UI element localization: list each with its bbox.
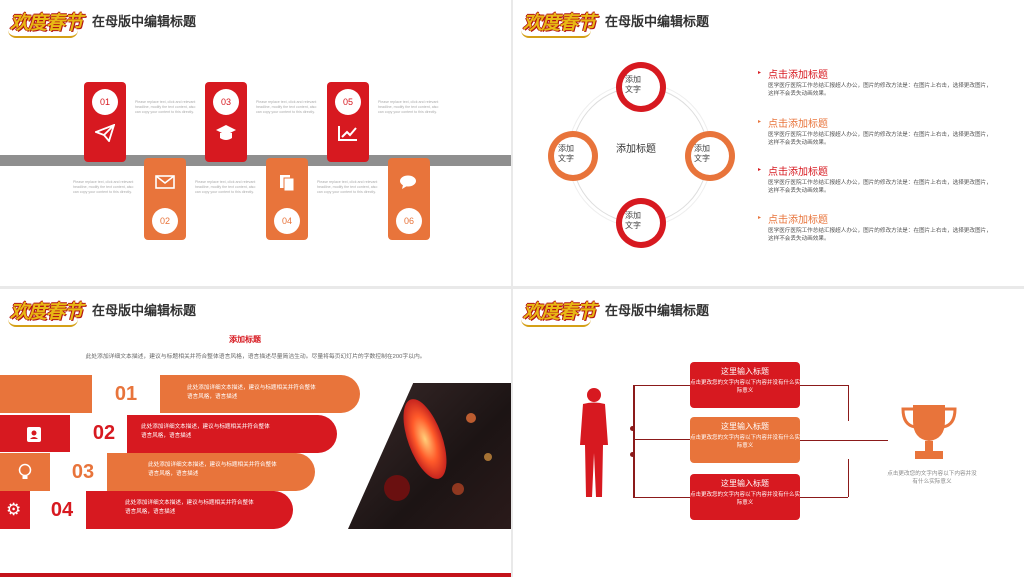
row-icon-block — [0, 415, 70, 452]
row-number: 01 — [109, 379, 143, 409]
slide-2[interactable]: 欢度春节 在母版中编辑标题 添加标题 添加 文字 添加 文字 添加 文字 添加 … — [513, 0, 1024, 286]
gear-icon: ⚙ — [6, 500, 22, 519]
lightbulb-icon — [18, 463, 32, 486]
node-label: 添加 文字 — [694, 144, 710, 163]
step-number: 02 — [152, 208, 178, 234]
step-tab-05: 05 — [327, 82, 369, 162]
step-tab-04: 04 — [266, 158, 308, 240]
arrow-icon: ▸ — [758, 167, 762, 173]
step-number: 04 — [274, 208, 300, 234]
step-number: 06 — [396, 208, 422, 234]
step-tab-03: 03 — [205, 82, 247, 162]
slide-title: 在母版中编辑标题 — [92, 14, 197, 29]
row-bar — [127, 415, 337, 453]
lantern-photo — [348, 383, 511, 529]
placeholder-text: Please replace text, click and relevant … — [195, 180, 256, 195]
slide-1[interactable]: 欢度春节 在母版中编辑标题 01 03 05 02 04 06 Please r… — [0, 0, 511, 286]
row-number: 03 — [66, 457, 100, 487]
step-number: 05 — [335, 89, 361, 115]
placeholder-text: Please replace text, click and relevant … — [135, 100, 196, 115]
slide-title: 在母版中编辑标题 — [605, 303, 710, 318]
paper-plane-icon — [84, 123, 126, 147]
row-bar — [86, 491, 293, 529]
line-chart-icon — [327, 124, 369, 147]
arrow-icon: ▸ — [758, 119, 762, 125]
chat-bubble-icon — [388, 174, 430, 195]
festival-logo: 欢度春节 — [519, 295, 599, 327]
item-body: 医学医疗医院工作总结汇报超人办公，图片的修改方法是：在图片上右击，选择更改图片，… — [768, 132, 992, 146]
row-number: 04 — [45, 495, 79, 525]
step-number: 01 — [92, 89, 118, 115]
slide-title: 在母版中编辑标题 — [605, 14, 710, 29]
cycle-node-right — [685, 131, 735, 181]
arrow-icon: ▸ — [758, 215, 762, 221]
slide-3[interactable]: 欢度春节 在母版中编辑标题 添加标题 此处添加详细文本描述，建议与标题相关并符合… — [0, 289, 511, 577]
flow-box-2: 这里输入标题 点击更改您的文字内容以下内容并没有什么实际意义 — [690, 417, 800, 463]
festival-logo: 欢度春节 — [6, 6, 86, 38]
slide-title: 在母版中编辑标题 — [92, 303, 197, 318]
document-icon — [266, 174, 308, 197]
placeholder-text: Please replace text, click and relevant … — [256, 100, 317, 115]
row-bar — [160, 375, 360, 413]
row-icon-block — [0, 375, 92, 413]
arrow-icon: ▸ — [758, 70, 762, 76]
row-text: 此处添加详细文本描述，建议与标题相关并符合整体语言风格，语言描述 — [187, 385, 316, 400]
item-title: 点击添加标题 — [768, 215, 828, 226]
item-body: 医学医疗医院工作总结汇报超人办公，图片的修改方法是：在图片上右击，选择更改图片，… — [768, 180, 992, 194]
section-intro: 此处添加详细文本描述，建议与标题相关并符合整体语言风格，语言描述尽量简洁生动。尽… — [85, 354, 426, 360]
step-tab-06: 06 — [388, 158, 430, 240]
node-label: 添加 文字 — [625, 75, 641, 94]
cycle-center-title: 添加标题 — [616, 144, 656, 155]
node-label: 添加 文字 — [625, 211, 641, 230]
trophy-caption: 点击更改您的文字内容以下内容并没有什么实际意义 — [887, 471, 977, 485]
trophy-icon — [899, 401, 959, 468]
cycle-node-bottom — [616, 198, 666, 248]
flow-box-3: 这里输入标题 点击更改您的文字内容以下内容并没有什么实际意义 — [690, 474, 800, 520]
item-body: 医学医疗医院工作总结汇报超人办公，图片的修改方法是：在图片上右击，选择更改图片，… — [768, 228, 992, 242]
flow-box-1: 这里输入标题 点击更改您的文字内容以下内容并没有什么实际意义 — [690, 362, 800, 408]
item-title: 点击添加标题 — [768, 119, 828, 130]
item-body: 医学医疗医院工作总结汇报超人办公，图片的修改方法是：在图片上右击，选择更改图片，… — [768, 83, 992, 97]
row-number: 02 — [87, 418, 121, 448]
timeline-bar — [0, 155, 511, 166]
businessman-icon — [577, 387, 611, 508]
festival-logo: 欢度春节 — [519, 6, 599, 38]
cycle-node-top — [616, 62, 666, 112]
cycle-node-left — [548, 131, 598, 181]
row-bar — [107, 453, 315, 491]
id-badge-icon — [26, 425, 42, 448]
row-icon-block — [0, 453, 50, 491]
row-text: 此处添加详细文本描述，建议与标题相关并符合整体语言风格，语言描述 — [141, 424, 270, 439]
placeholder-text: Please replace text, click and relevant … — [73, 180, 134, 195]
item-title: 点击添加标题 — [768, 167, 828, 178]
node-label: 添加 文字 — [558, 144, 574, 163]
envelope-icon — [144, 174, 186, 195]
placeholder-text: Please replace text, click and relevant … — [317, 180, 378, 195]
graduation-cap-icon — [205, 124, 247, 147]
section-heading: 添加标题 — [229, 335, 261, 344]
slide-4[interactable]: 欢度春节 在母版中编辑标题 这里输入标题 点击更改您的文字内容以下内容并没有什么… — [513, 289, 1024, 577]
step-tab-01: 01 — [84, 82, 126, 162]
row-text: 此处添加详细文本描述，建议与标题相关并符合整体语言风格，语言描述 — [125, 500, 254, 515]
row-text: 此处添加详细文本描述，建议与标题相关并符合整体语言风格，语言描述 — [148, 462, 277, 477]
step-tab-02: 02 — [144, 158, 186, 240]
placeholder-text: Please replace text, click and relevant … — [378, 100, 439, 115]
item-title: 点击添加标题 — [768, 70, 828, 81]
festival-logo: 欢度春节 — [6, 295, 86, 327]
step-number: 03 — [213, 89, 239, 115]
row-icon-block: ⚙ — [0, 491, 30, 529]
footer-strip — [0, 573, 511, 577]
